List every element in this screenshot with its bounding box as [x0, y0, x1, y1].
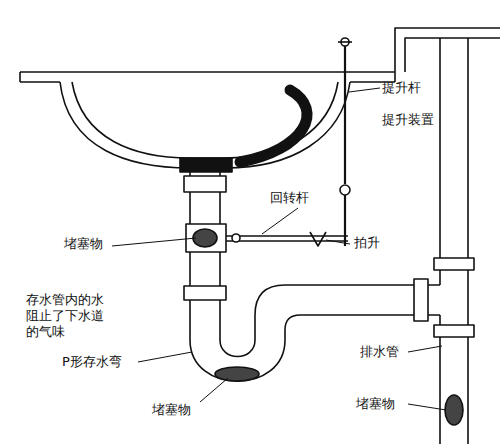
pipe-coupling [434, 325, 474, 337]
leader-line [408, 404, 446, 410]
counter-top [20, 71, 395, 73]
drain-pipe [440, 38, 468, 444]
backsplash [395, 28, 500, 82]
clog [445, 395, 463, 425]
part-label: 拍升 [354, 235, 404, 251]
lift-knob [338, 41, 352, 43]
rod-ring [340, 185, 350, 195]
sink-bowl [60, 82, 350, 168]
leader-line [326, 240, 350, 244]
part-label: 提升杆 [382, 80, 462, 96]
p-trap [190, 340, 285, 381]
part-label: 回转杆 [270, 190, 340, 206]
leader-line [138, 352, 192, 362]
leader-line [349, 88, 380, 92]
part-label: 排水管 [360, 344, 420, 360]
counter-edge [19, 72, 21, 82]
part-label: 堵塞物 [64, 236, 124, 252]
pipe-coupling [414, 279, 428, 321]
part-label: 存水管内的水阻止了下水道的气味 [26, 292, 114, 340]
clog [193, 229, 217, 247]
drain-flange [180, 158, 232, 172]
leader-line [200, 378, 228, 402]
slip-nut [184, 286, 226, 300]
backsplash [405, 38, 500, 72]
pivot-ball [232, 234, 240, 242]
clevis-strap [344, 195, 346, 246]
part-label: 提升装置 [382, 112, 462, 128]
lift-rod [344, 46, 346, 184]
leader-line [112, 238, 196, 246]
overflow-channel [240, 90, 307, 162]
pipe-nut [184, 176, 226, 192]
clip-symbol [310, 232, 326, 246]
part-label: 堵塞物 [152, 402, 212, 418]
clog [215, 367, 259, 381]
trap-arm [255, 285, 440, 340]
leader-line [408, 346, 442, 352]
p-trap [220, 340, 255, 357]
part-label: P形存水弯 [62, 354, 152, 370]
part-label: 堵塞物 [356, 396, 416, 412]
tailpiece-pipe [190, 172, 220, 340]
leader-line [262, 208, 298, 234]
pipe-coupling [434, 258, 474, 270]
